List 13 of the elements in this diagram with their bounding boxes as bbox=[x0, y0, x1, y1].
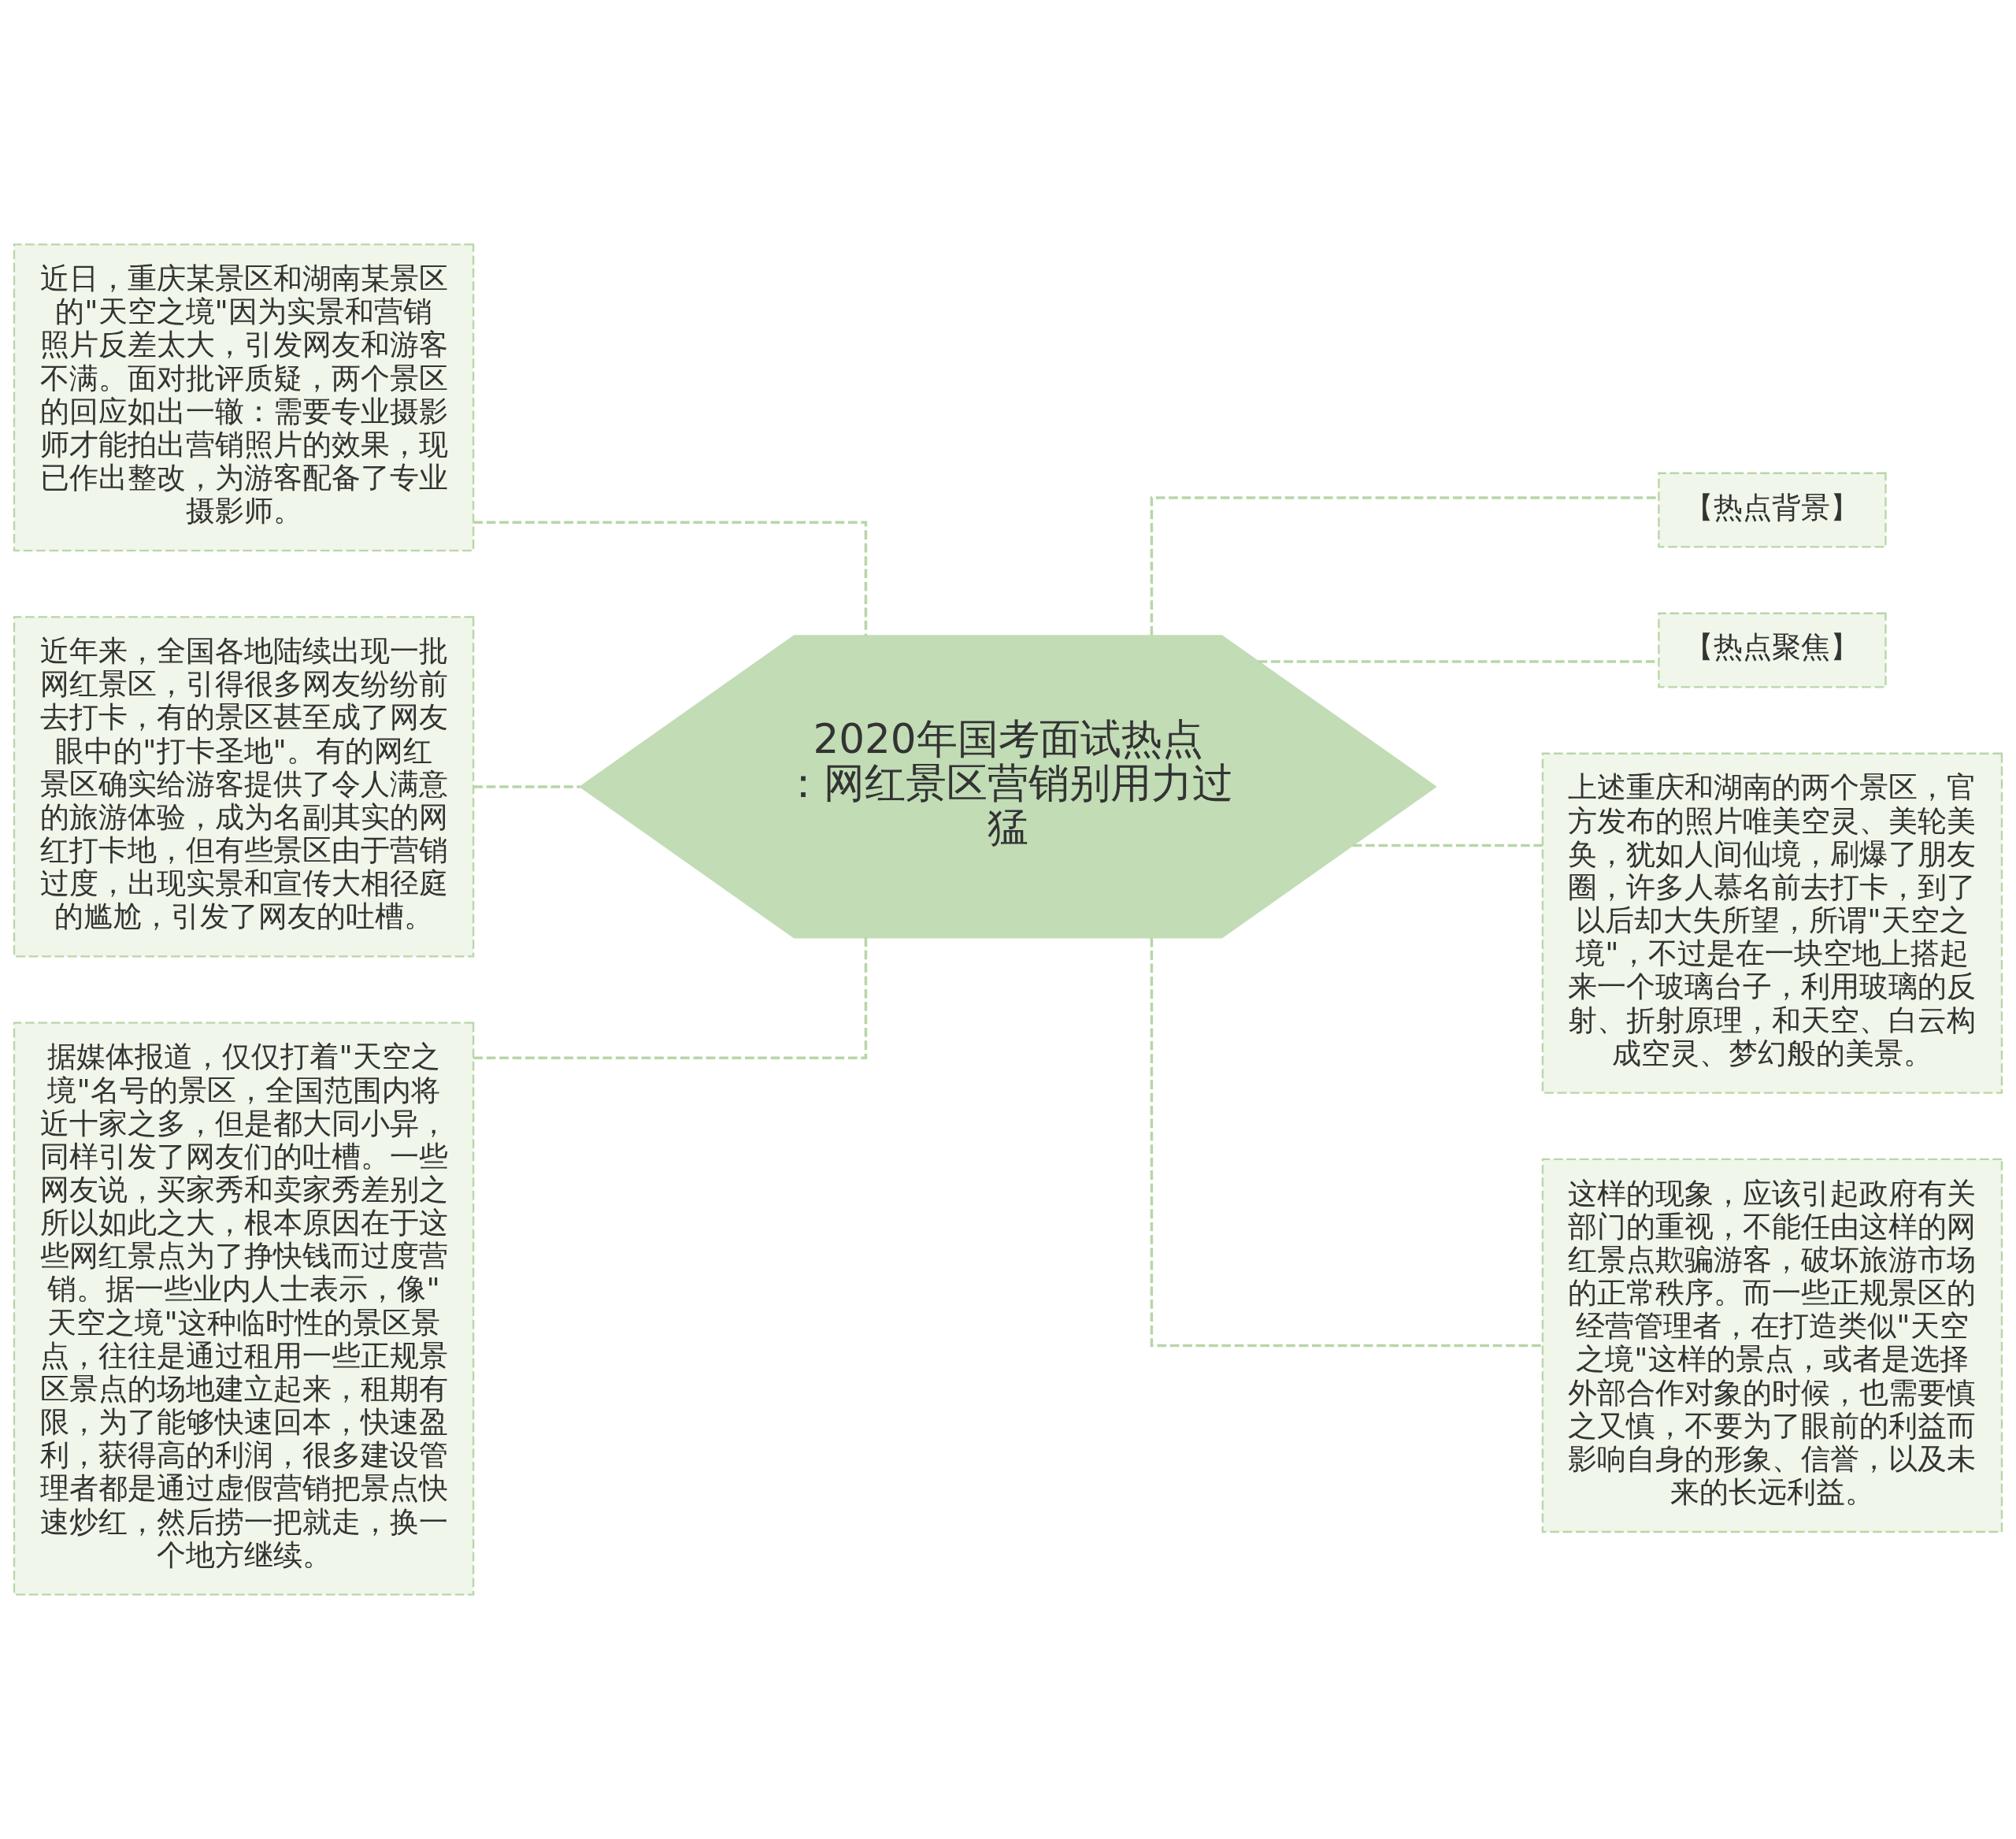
node-box: 【热点背景】 bbox=[1658, 472, 1887, 548]
connector bbox=[473, 937, 868, 1059]
node-box: 据媒体报道，仅仅打着"天空之境"名号的景区，全国范围内将近十家之多，但是都大同小异，同样引发了网友们的吐槽。一些网友说，买家秀和卖家秀差别之所以如此之大，根本原因在于这些网红景点为了挣快钱而过度营销。据一些业内人士表示，像"天空之境"这种临时性的景区景点，往往是通过租用一些正规景区景点的场地建立起来，租期有限，为了能够快速回本，快速盈利，获得高的利润，很多建设管理者都是通过虚假营销把景点快速炒红，然后捞一把就走，换一个地方继续。 bbox=[13, 1021, 475, 1596]
node-box: 【热点聚焦】 bbox=[1658, 612, 1887, 688]
connector bbox=[1150, 496, 1658, 636]
node-box: 近日，重庆某景区和湖南某景区的"天空之境"因为实景和营销照片反差太大，引发网友和游客不满。面对批评质疑，两个景区的回应如出一辙：需要专业摄影师才能拍出营销照片的效果，现已作出整改，为游客配备了专业摄影师。 bbox=[13, 243, 475, 552]
node-box: 近年来，全国各地陆续出现一批网红景区，引得很多网友纷纷前去打卡，有的景区甚至成了网友眼中的"打卡圣地"。有的网红景区确实给游客提供了令人满意的旅游体验，成为名副其实的网红打卡地，但有些景区由于营销过度，出现实景和宣传大相径庭的尴尬，引发了网友的吐槽。 bbox=[13, 616, 475, 958]
connector bbox=[1150, 937, 1543, 1348]
connector bbox=[473, 521, 868, 636]
connector bbox=[1352, 843, 1543, 847]
connector bbox=[473, 785, 580, 788]
node-box: 上述重庆和湖南的两个景区，官方发布的照片唯美空灵、美轮美奂，犹如人间仙境，刷爆了朋友圈，许多人慕名前去打卡，到了以后却大失所望，所谓"天空之境"，不过是在一块空地上搭起来一个玻璃台子，利用玻璃的反射、折射原理，和天空、白云构成空灵、梦幻般的美景。 bbox=[1541, 752, 2003, 1094]
node-box: 这样的现象，应该引起政府有关部门的重视，不能任由这样的网红景点欺骗游客，破坏旅游市场的正常秩序。而一些正规景区的经营管理者，在打造类似"天空之境"这样的景点，或者是选择外部合作对象的时候，也需要慎之又慎，不要为了眼前的利益而影响自身的形象、信誉，以及未来的长远利益。 bbox=[1541, 1158, 2003, 1533]
